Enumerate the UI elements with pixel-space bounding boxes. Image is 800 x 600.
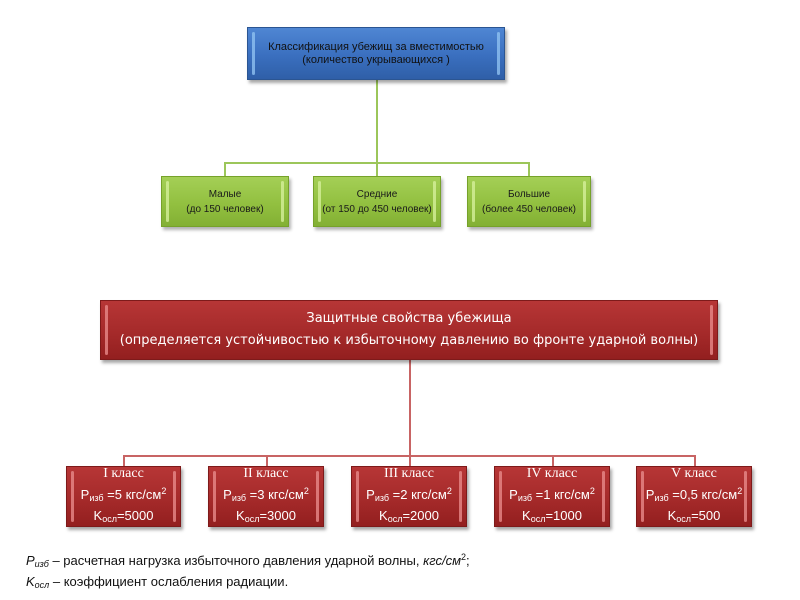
protective-properties-box: Защитные свойства убежища (определяется … (100, 300, 718, 360)
legend-pressure: Pизб – расчетная нагрузка избыточного да… (26, 552, 470, 569)
class-pressure: Pизб =0,5 кгс/см2 (645, 486, 743, 503)
class-label: I класс (103, 466, 144, 481)
connector-class-1 (123, 455, 125, 466)
capacity-large-box: Большие (более 450 человек) (467, 176, 591, 227)
legend: Pизб – расчетная нагрузка избыточного да… (26, 549, 470, 594)
capacity-medium-box: Средние (от 150 до 450 человек) (313, 176, 441, 227)
class-attenuation: Kосл=2000 (379, 508, 439, 524)
connector-medium (376, 162, 378, 176)
protection-class-5-box: V класс Pизб =0,5 кгс/см2 Kосл=500 (636, 466, 752, 527)
protection-class-4-box: IV класс Pизб =1 кгс/см2 Kосл=1000 (494, 466, 610, 527)
capacity-classification-subtitle: (количество укрывающихся ) (302, 53, 450, 66)
connector-protection-vertical (409, 360, 411, 457)
protection-class-3-box: III класс Pизб =2 кгс/см2 Kосл=2000 (351, 466, 467, 527)
class-label: II класс (243, 466, 289, 481)
capacity-category-name: Малые (208, 188, 242, 200)
capacity-small-box: Малые (до 150 человек) (161, 176, 289, 227)
protection-class-2-box: II класс Pизб =3 кгс/см2 Kосл=3000 (208, 466, 324, 527)
class-label: IV класс (526, 466, 578, 481)
class-pressure: Pизб =1 кгс/см2 (509, 486, 595, 503)
legend-attenuation: Kосл – коэффициент ослабления радиации. (26, 574, 289, 590)
class-pressure: Pизб =2 кгс/см2 (366, 486, 452, 503)
class-attenuation: Kосл=500 (667, 508, 721, 524)
capacity-category-name: Большие (507, 188, 551, 200)
connector-class-4 (552, 455, 554, 466)
protective-properties-subtitle: (определяется устойчивостью к избыточном… (119, 333, 699, 348)
connector-class-2 (266, 455, 268, 466)
capacity-classification-title: Классификация убежищ за вместимостью (268, 40, 484, 53)
capacity-category-range: (от 150 до 450 человек) (322, 203, 432, 215)
connector-large (528, 162, 530, 176)
class-attenuation: Kосл=5000 (93, 508, 154, 524)
connector-small (224, 162, 226, 176)
class-attenuation: Kосл=1000 (522, 508, 582, 524)
protection-class-1-box: I класс Pизб =5 кгс/см2 Kосл=5000 (66, 466, 181, 527)
capacity-category-name: Средние (356, 188, 398, 200)
class-pressure: Pизб =5 кгс/см2 (80, 486, 167, 503)
class-attenuation: Kосл=3000 (236, 508, 296, 524)
capacity-classification-box: Классификация убежищ за вместимостью (ко… (247, 27, 505, 80)
connector-class-3 (409, 455, 411, 466)
connector-class-5 (694, 455, 696, 466)
class-label: III класс (384, 466, 434, 481)
class-pressure: Pизб =3 кгс/см2 (223, 486, 309, 503)
protective-properties-title: Защитные свойства убежища (306, 311, 512, 326)
capacity-category-range: (до 150 человек) (186, 203, 264, 215)
class-label: V класс (671, 466, 717, 481)
connector-root-vertical (376, 80, 378, 163)
capacity-category-range: (более 450 человек) (481, 203, 576, 215)
